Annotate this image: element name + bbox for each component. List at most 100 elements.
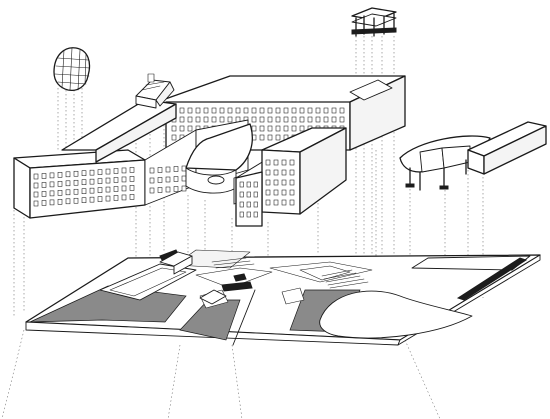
window — [179, 116, 185, 123]
window — [251, 125, 257, 132]
window — [267, 125, 273, 132]
window — [157, 187, 163, 193]
window — [307, 116, 313, 123]
window — [267, 116, 273, 123]
window — [307, 107, 313, 114]
window — [289, 169, 295, 176]
window — [315, 107, 321, 114]
window — [165, 176, 171, 183]
window — [33, 182, 39, 189]
window — [49, 190, 55, 197]
connecting-wing-windows — [149, 165, 187, 194]
window — [81, 179, 87, 185]
window — [323, 107, 329, 114]
plan-stair-hatching — [211, 257, 369, 289]
window — [259, 125, 265, 132]
window — [187, 116, 193, 123]
window — [211, 116, 217, 123]
window — [246, 211, 251, 218]
window — [291, 125, 297, 132]
window — [121, 185, 127, 192]
window — [97, 187, 103, 193]
window — [89, 169, 95, 176]
window — [281, 169, 287, 176]
window — [203, 107, 209, 114]
window — [273, 169, 279, 176]
window — [171, 134, 177, 141]
window — [171, 125, 177, 132]
window — [299, 107, 305, 114]
window — [203, 116, 209, 123]
plan-models — [159, 251, 227, 305]
window — [291, 107, 297, 114]
window — [81, 188, 87, 194]
window — [81, 197, 87, 203]
window — [49, 172, 55, 179]
window — [299, 116, 305, 123]
window — [41, 200, 47, 206]
window — [281, 189, 287, 196]
window — [149, 177, 155, 184]
window — [265, 189, 271, 196]
window — [181, 185, 187, 192]
window — [97, 196, 103, 202]
window — [187, 125, 193, 132]
window — [173, 176, 179, 182]
window — [121, 167, 127, 174]
window — [265, 179, 271, 186]
window — [253, 201, 258, 208]
window — [129, 167, 135, 173]
window — [281, 199, 287, 206]
window — [239, 191, 244, 198]
small-pavilion — [135, 73, 175, 109]
window — [195, 116, 201, 123]
window — [129, 176, 135, 182]
window — [65, 189, 71, 196]
left-wing-building — [13, 149, 146, 219]
window — [105, 177, 111, 184]
window — [246, 201, 251, 208]
window — [239, 181, 244, 188]
window — [239, 201, 244, 208]
window — [239, 211, 244, 218]
window — [41, 173, 47, 179]
window — [219, 107, 225, 114]
window — [219, 116, 225, 123]
window — [97, 178, 103, 184]
window — [246, 181, 251, 188]
window — [291, 116, 297, 123]
window — [299, 125, 305, 132]
window — [267, 107, 273, 114]
window — [195, 107, 201, 114]
window — [149, 187, 155, 194]
window — [253, 191, 258, 198]
window — [283, 107, 289, 114]
window — [179, 107, 185, 114]
window — [259, 116, 265, 123]
window — [57, 199, 63, 205]
pergola-frame — [351, 7, 397, 37]
window — [323, 116, 329, 123]
window — [211, 107, 217, 114]
window — [81, 170, 87, 176]
window — [41, 182, 47, 188]
window — [97, 169, 103, 175]
window — [275, 107, 281, 114]
window — [57, 190, 63, 196]
window — [41, 191, 47, 197]
window — [173, 166, 179, 172]
window — [33, 191, 39, 198]
window — [251, 116, 257, 123]
window — [181, 175, 187, 182]
window — [315, 116, 321, 123]
window — [57, 172, 63, 178]
window — [73, 170, 79, 177]
window — [265, 169, 271, 176]
window — [129, 194, 135, 200]
ground-plan-slab — [25, 249, 541, 346]
window — [65, 171, 71, 178]
window — [113, 168, 119, 174]
window — [165, 186, 171, 193]
window — [105, 195, 111, 202]
